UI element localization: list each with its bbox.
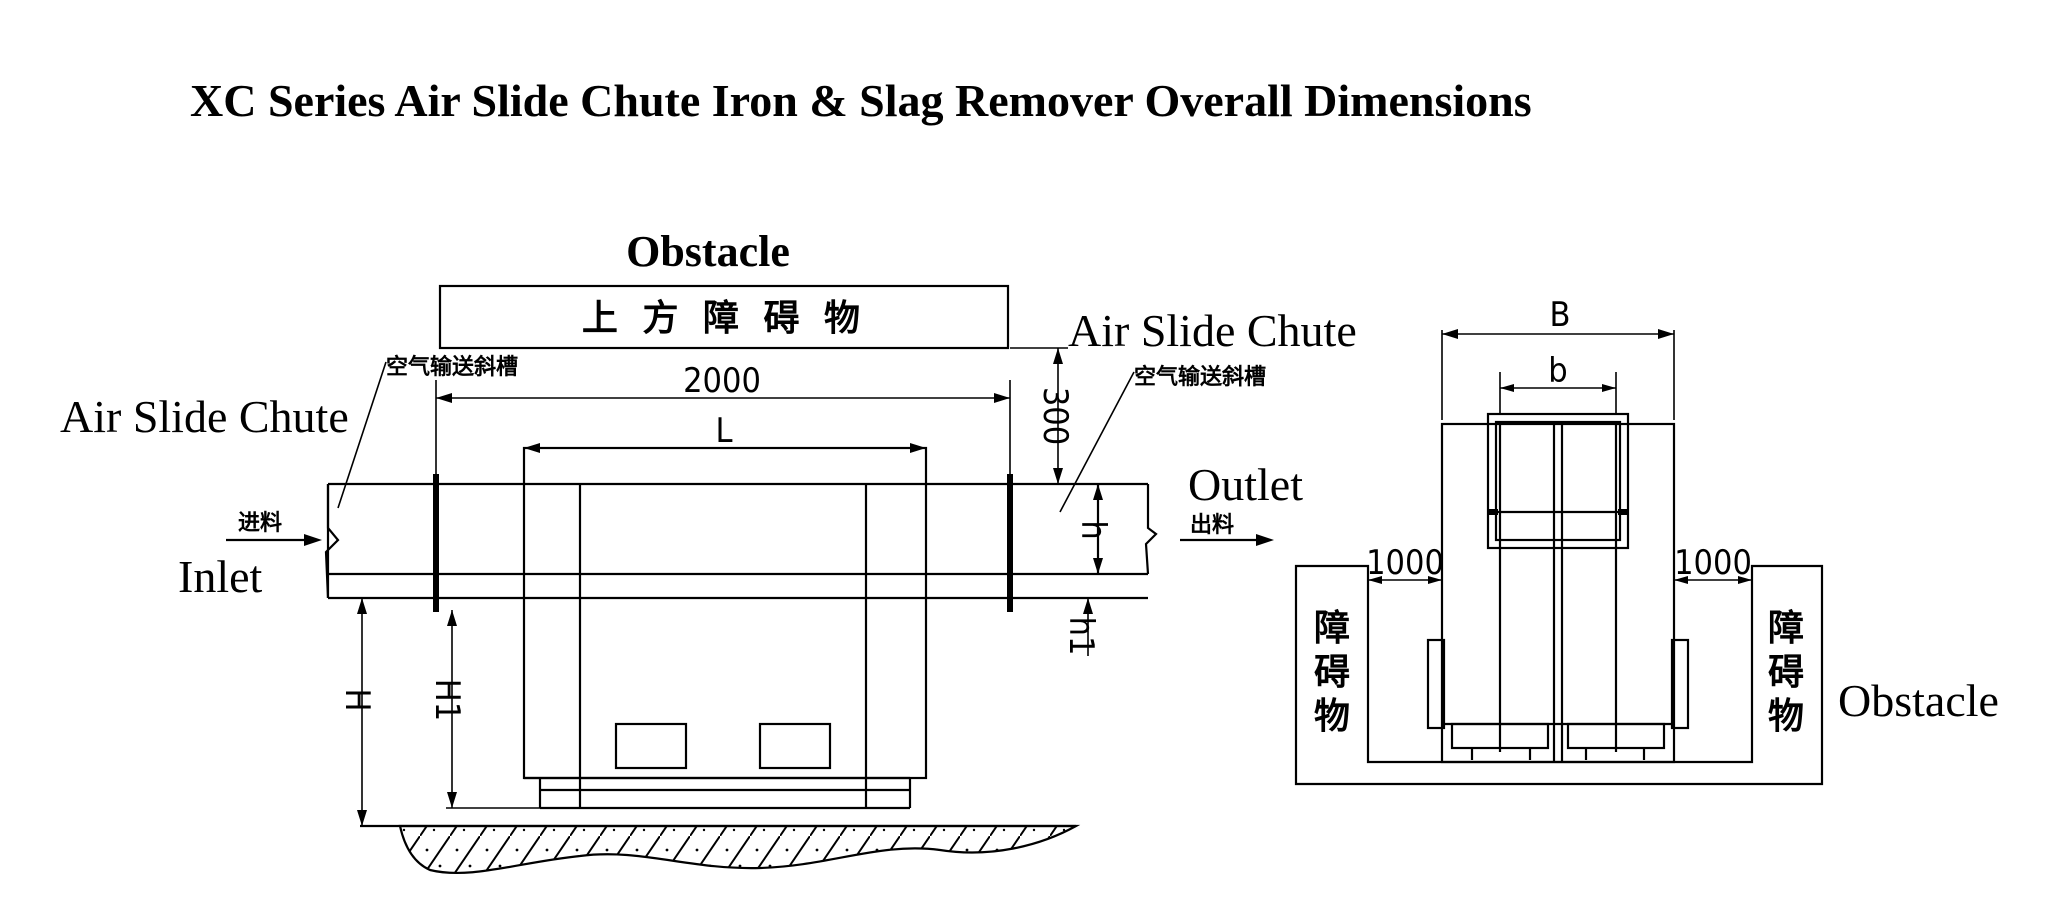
chute-left-leader	[337, 361, 387, 509]
obstacle-label: Obstacle	[626, 227, 790, 276]
bottom-base-right	[1566, 722, 1666, 750]
outlet-cn-label: 出料	[1190, 513, 1234, 538]
left-obstacle-cn-2: 碍	[1314, 652, 1350, 693]
ground-hatch	[398, 824, 1081, 875]
drawing-title: XC Series Air Slide Chute Iron & Slag Re…	[190, 75, 1532, 126]
bottom-base-left	[1450, 722, 1550, 750]
right-obstacle-cn-2: 碍	[1768, 652, 1804, 693]
chute-cross-section-inner	[1494, 420, 1622, 542]
dim-H1-label: H1	[427, 679, 467, 721]
upper-obstacle-box	[438, 284, 1010, 350]
dim-h-label: h	[1073, 520, 1113, 539]
left-obstacle-cn-1: 障	[1314, 608, 1350, 649]
upper-obstacle-cn-label: 上 方 障 碍 物	[582, 298, 866, 339]
dim-B-label: B	[1550, 295, 1571, 335]
side-obstacle-label: Obstacle	[1838, 675, 1999, 726]
front-view: Obstacle 上 方 障 碍 物 2000 L 300	[60, 227, 1357, 875]
dim-2000-label: 2000	[683, 361, 761, 401]
dim-H-label: H	[337, 688, 377, 711]
side-obstacle-enclosure	[1294, 564, 1824, 786]
foot-right	[1670, 638, 1690, 730]
dim-right-1000-label: 1000	[1674, 543, 1752, 583]
chute-right-cn-label: 空气输送斜槽	[1134, 364, 1266, 390]
inlet-cn-label: 进料	[238, 511, 282, 536]
side-view: B b 1000	[1294, 295, 1999, 786]
chute-right-leader	[1059, 371, 1135, 513]
right-obstacle-cn-3: 物	[1768, 696, 1804, 737]
outlet-label: Outlet	[1188, 459, 1303, 510]
dim-300-label: 300	[1035, 387, 1075, 445]
right-obstacle-cn-1: 障	[1768, 608, 1804, 649]
chute-right-label: Air Slide Chute	[1068, 305, 1357, 356]
chute-cross-section-outer	[1486, 412, 1630, 550]
side-body	[1440, 422, 1676, 764]
bottom-port-left	[614, 722, 688, 770]
foot-left	[1426, 638, 1446, 730]
inlet-label: Inlet	[178, 551, 263, 602]
dim-left-1000-label: 1000	[1366, 543, 1444, 583]
dim-h1-label: h1	[1061, 617, 1101, 656]
dim-L-label: L	[715, 411, 732, 451]
dim-b-label: b	[1548, 351, 1567, 391]
chute-left-label: Air Slide Chute	[60, 391, 349, 442]
bottom-port-right	[758, 722, 832, 770]
left-obstacle-cn-3: 物	[1314, 696, 1350, 737]
chute-left-cn-label: 空气输送斜槽	[386, 354, 518, 380]
